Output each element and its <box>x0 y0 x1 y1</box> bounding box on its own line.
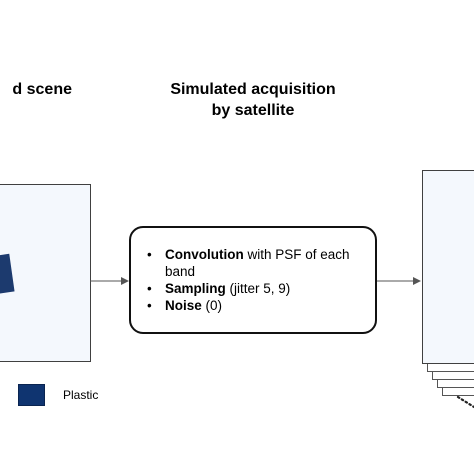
process-step-convolution-detail: with PSF of each band <box>165 247 350 279</box>
process-step-noise-title: Noise <box>165 298 202 313</box>
process-step-noise: Noise (0) <box>147 297 365 314</box>
legend-plastic-swatch <box>18 384 45 406</box>
process-step-list: Convolution with PSF of each band Sampli… <box>131 228 375 314</box>
process-step-sampling-title: Sampling <box>165 281 226 296</box>
more-bands-dots <box>456 395 474 409</box>
acquisition-heading: Simulated acquisition by satellite <box>143 79 363 121</box>
process-step-convolution: Convolution with PSF of each band <box>147 246 365 280</box>
input-scene-heading: d scene <box>12 81 72 98</box>
input-scene-panel <box>0 184 91 362</box>
process-step-noise-detail: (0) <box>201 298 223 313</box>
process-step-convolution-title: Convolution <box>165 247 244 262</box>
acquisition-heading-line-2: by satellite <box>211 102 295 119</box>
process-step-sampling-detail: (jitter 5, 9) <box>225 281 291 296</box>
acquisition-heading-line-1: Simulated acquisition <box>170 81 336 98</box>
output-band-layer-1 <box>422 170 474 364</box>
acquisition-process-box: Convolution with PSF of each band Sampli… <box>129 226 377 334</box>
process-step-sampling: Sampling (jitter 5, 9) <box>147 280 365 297</box>
legend-plastic-label: Plastic <box>63 388 99 402</box>
